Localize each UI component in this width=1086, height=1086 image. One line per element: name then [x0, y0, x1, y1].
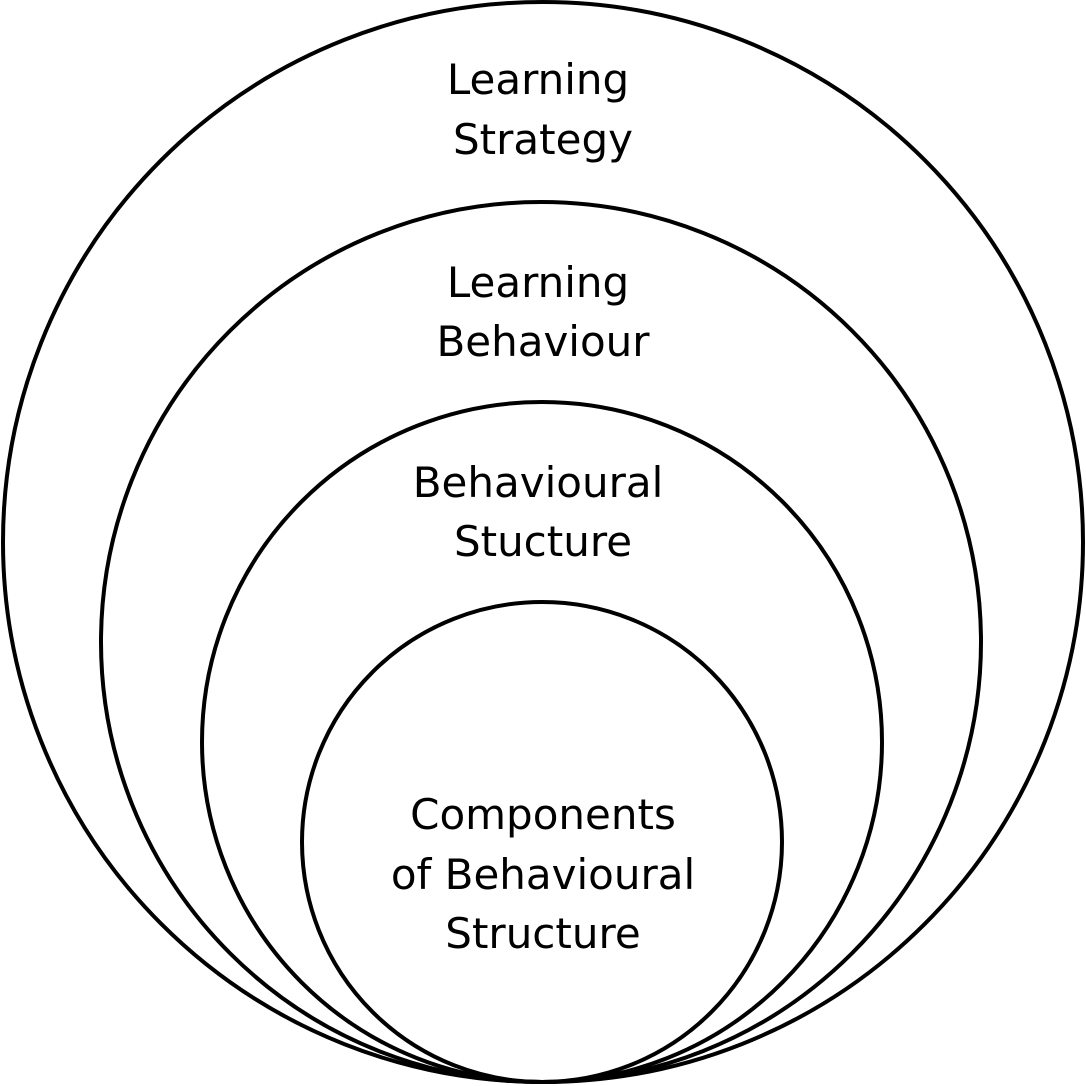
label-learning-behaviour-line1: Learning: [447, 258, 629, 307]
label-learning-strategy-line2: Strategy: [453, 115, 633, 164]
label-components-line3: Structure: [445, 909, 640, 958]
label-behavioural-structure-line2: Stucture: [454, 517, 632, 566]
label-learning-behaviour-line2: Behaviour: [436, 317, 650, 366]
label-components-line2: of Behavioural: [391, 850, 695, 899]
labels-group: Learning Strategy Learning Behaviour Beh…: [391, 55, 695, 958]
label-components-line1: Components: [410, 790, 676, 839]
label-behavioural-structure-line1: Behavioural: [413, 458, 664, 507]
label-learning-strategy-line1: Learning: [447, 55, 629, 104]
circle-components-of-behavioural-structure: [300, 600, 784, 1084]
